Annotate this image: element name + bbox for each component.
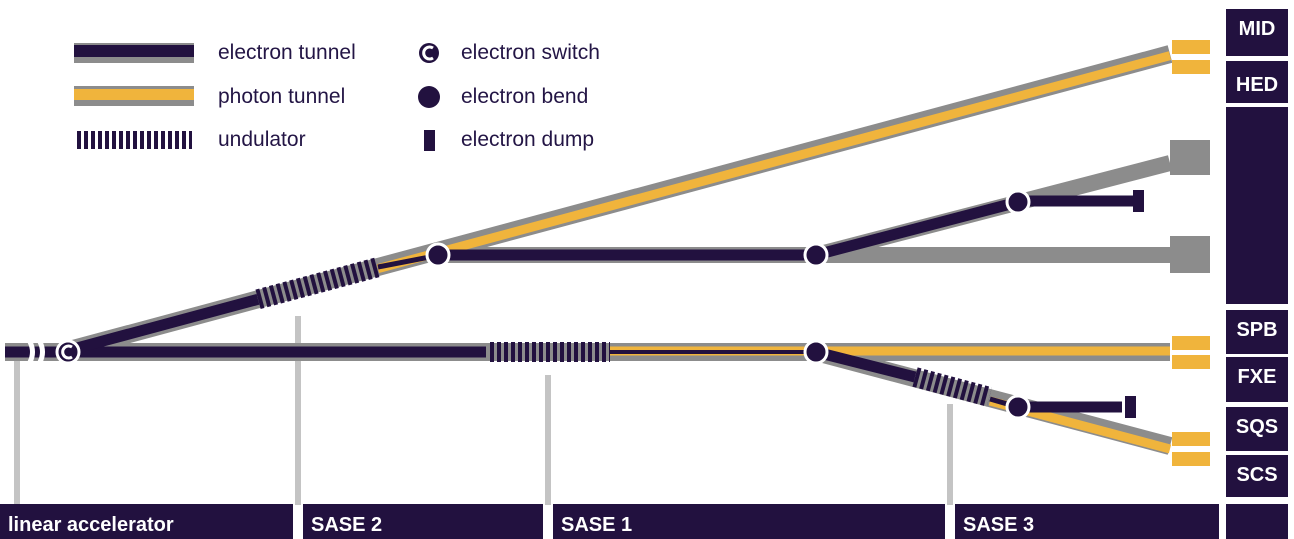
instrument-label: SPB (1236, 319, 1278, 341)
undulator-sase3 (912, 367, 992, 407)
electron-bend-icon (418, 86, 440, 108)
electron-bend-icon (803, 242, 829, 268)
legend-symbols (74, 43, 440, 151)
instrument-label: SQS (1235, 416, 1279, 438)
instrument-fxe: FXE (1226, 357, 1288, 402)
section-sase1: SASE 1 (553, 504, 945, 539)
electron-dump-icon (1125, 396, 1136, 418)
section-sase3: SASE 3 (955, 504, 1219, 539)
instrument-scs: SCS (1226, 455, 1288, 497)
undulator-icon (74, 131, 192, 149)
photon-end-markers (1172, 40, 1210, 466)
beam-break-icon (27, 340, 45, 364)
legend-undulator-label: undulator (218, 128, 306, 151)
undulator-sase2 (255, 257, 381, 309)
instrument-label: HED (1235, 74, 1279, 96)
electron-bend-icon (425, 242, 451, 268)
instrument-label: MID (1238, 18, 1276, 40)
electron-tunnels (5, 195, 1135, 413)
electron-bends (425, 189, 1031, 420)
legend-electron-tunnel-swatch (74, 43, 194, 63)
instrument-label: SCS (1236, 464, 1278, 486)
instrument-mid: MID (1226, 9, 1288, 56)
undulator-sase1 (487, 342, 610, 362)
instrument-spb: SPB (1226, 310, 1288, 354)
electron-bend-icon (1005, 394, 1031, 420)
electron-dumps (1125, 190, 1144, 418)
photon-line-sase2 (376, 51, 1172, 273)
instrument-empty-block (1226, 107, 1288, 304)
gray-end-blocks (1170, 140, 1210, 273)
electron-bend-icon (1005, 189, 1031, 215)
electron-switches (55, 339, 81, 365)
section-linear-accelerator: linear accelerator (0, 504, 293, 539)
electron-switch-icon (55, 339, 81, 365)
legend-photon-tunnel-label: photon tunnel (218, 85, 346, 108)
legend-electron-switch-label: electron switch (461, 41, 600, 64)
electron-switch-icon (419, 43, 439, 63)
electron-dump-icon (1133, 190, 1144, 212)
legend-electron-bend-label: electron bend (461, 85, 589, 108)
instrument-label: FXE (1237, 366, 1277, 388)
instrument-hed: HED (1226, 61, 1288, 103)
legend-photon-tunnel-swatch (74, 86, 194, 106)
section-sase2: SASE 2 (303, 504, 543, 539)
undulators (255, 257, 992, 407)
instrument-sqs: SQS (1226, 407, 1288, 451)
instrument-bottom-block (1226, 504, 1288, 539)
legend-electron-tunnel-label: electron tunnel (218, 41, 356, 64)
legend-electron-dump-label: electron dump (461, 128, 595, 151)
electron-dump-icon (424, 130, 435, 151)
electron-bend-icon (803, 339, 829, 365)
